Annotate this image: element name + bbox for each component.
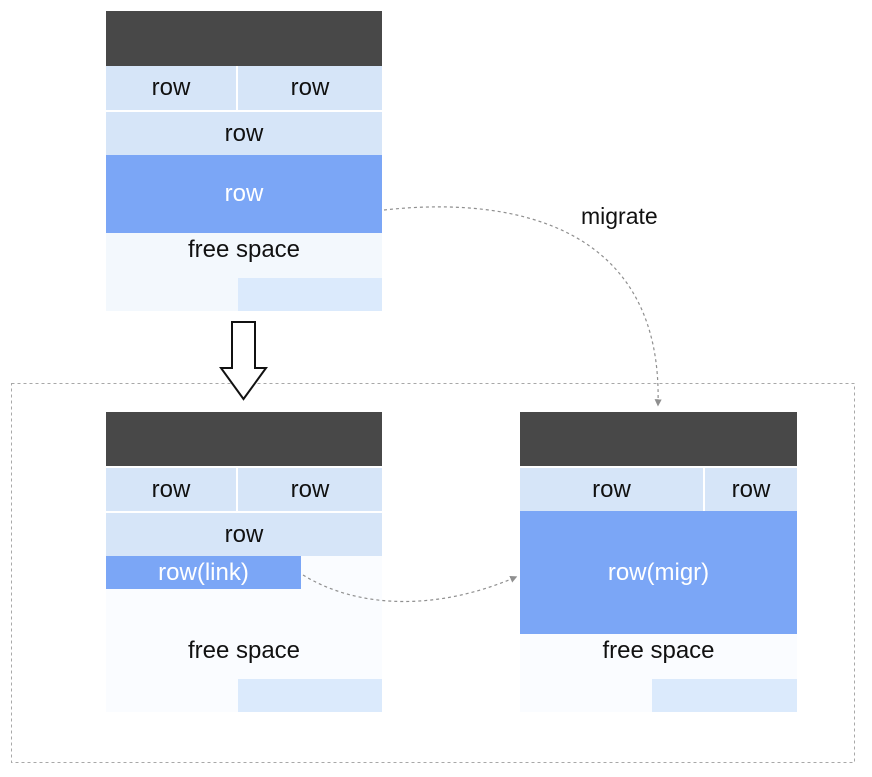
migrate-label: migrate (581, 203, 658, 229)
target-row-migr: row(migr) (520, 511, 797, 634)
page-after-row-a: row (106, 468, 236, 511)
target-page: row row row(migr) free space (520, 412, 797, 712)
original-row-a: row (106, 66, 236, 110)
original-page: row row row row free space (106, 11, 382, 311)
original-row-moving: row (106, 155, 382, 233)
original-free-slot (238, 278, 382, 311)
target-row-a: row (520, 468, 703, 511)
page-after-header (106, 412, 382, 466)
result-group-box (11, 383, 855, 763)
target-page-header (520, 412, 797, 466)
page-after-free-space-label: free space (187, 637, 301, 664)
original-row-b: row (238, 66, 382, 110)
original-row-full: row (106, 112, 382, 155)
page-after-row-link: row(link) (106, 556, 301, 589)
page-after-row-b: row (238, 468, 382, 511)
page-after-row-full: row (106, 513, 382, 556)
link-arrow (302, 574, 518, 603)
migrate-arrow (383, 206, 662, 407)
target-row-b: row (705, 468, 797, 511)
page-after-free-slot (238, 679, 382, 712)
down-arrow-icon (219, 321, 268, 401)
target-free-slot (652, 679, 797, 712)
target-free-space-label: free space (602, 637, 715, 664)
original-page-header (106, 11, 382, 66)
original-free-space-label: free space (187, 236, 301, 263)
page-after: row row row row(link) free space (106, 412, 382, 712)
